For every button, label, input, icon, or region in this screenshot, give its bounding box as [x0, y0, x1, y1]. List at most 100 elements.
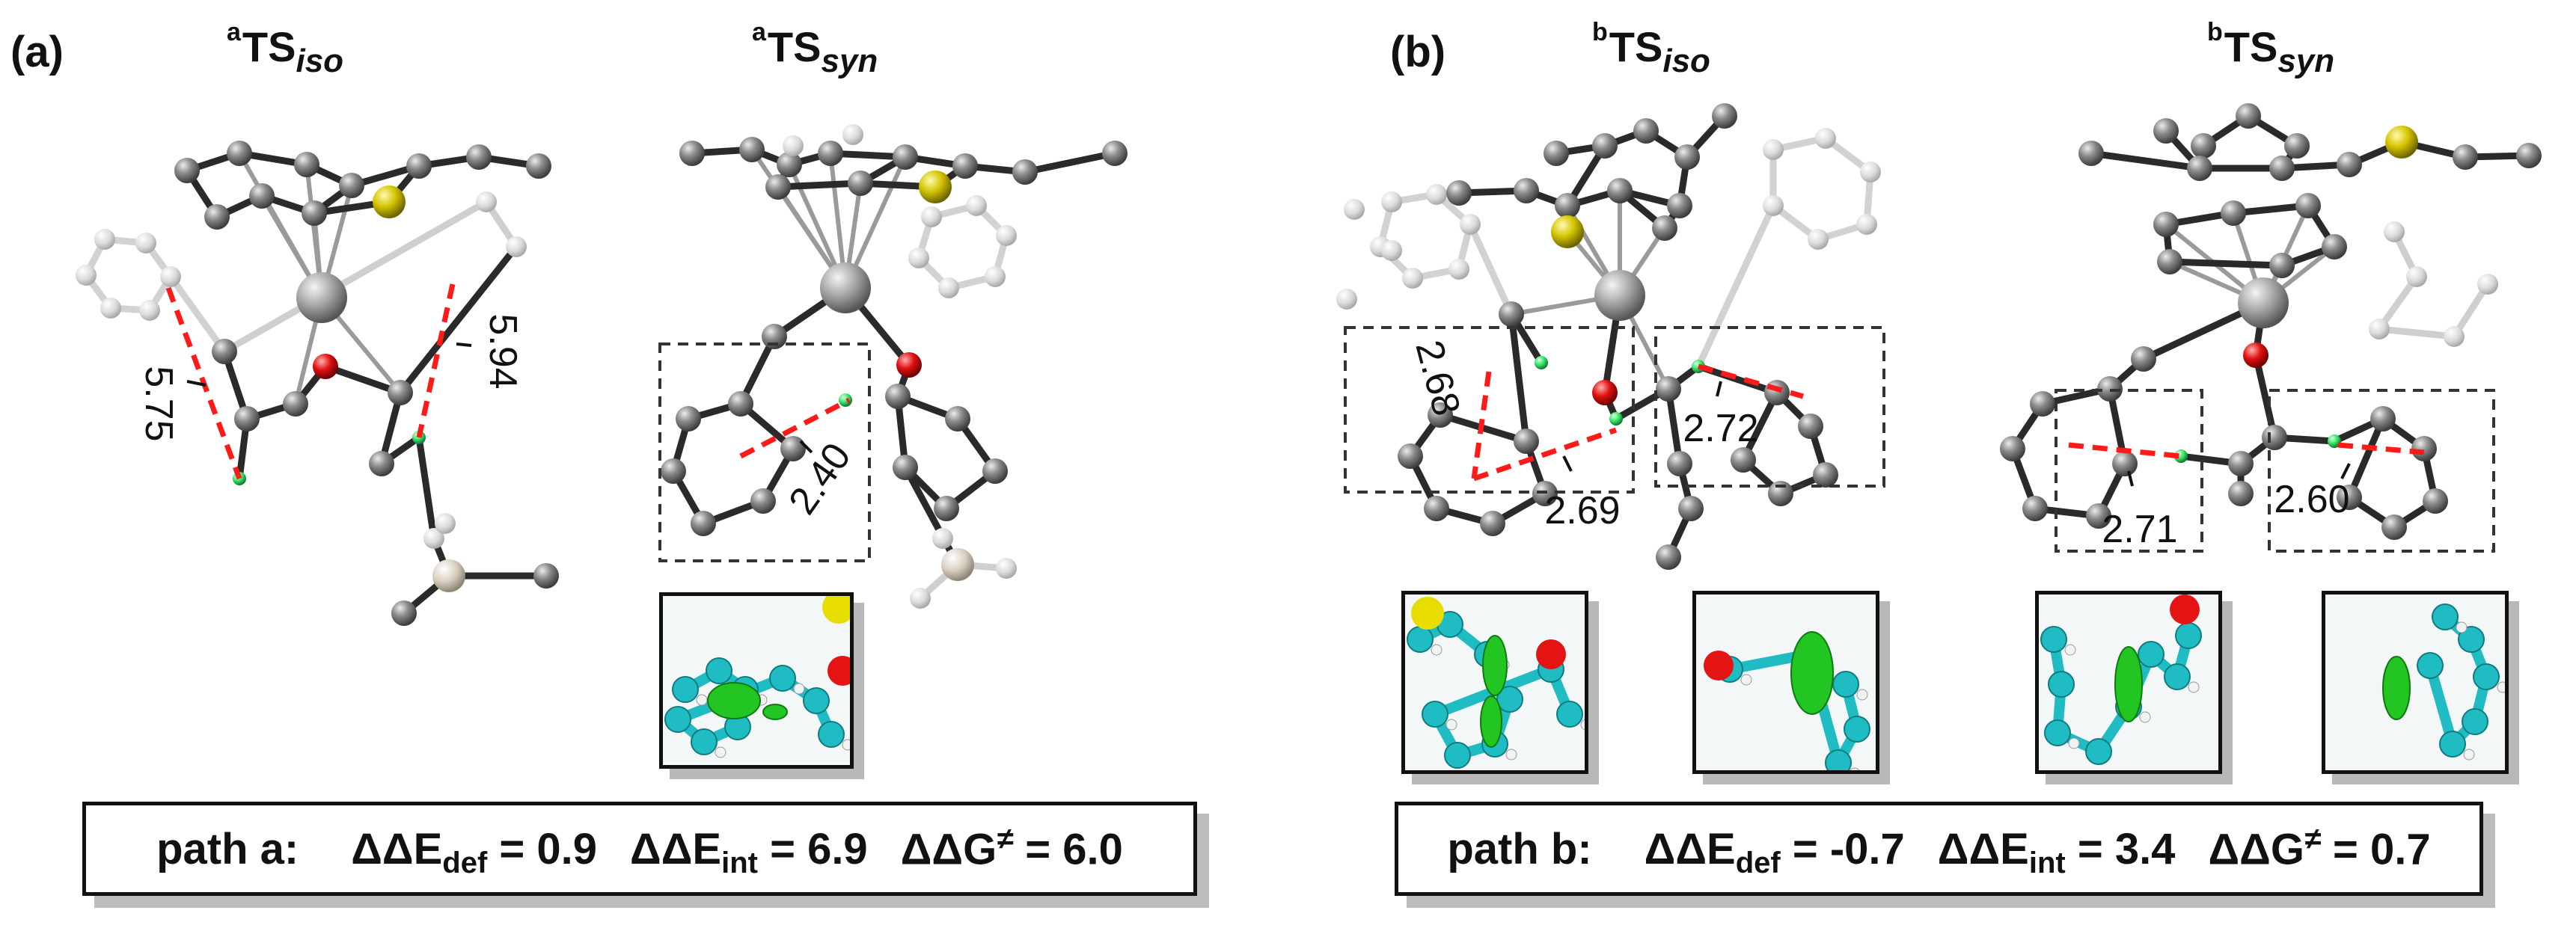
nci-carbon-atom [691, 728, 718, 755]
faded-atom [435, 513, 456, 534]
energy-summary-path-a: path a: ΔΔEdef = 0.9 ΔΔEint = 6.9 ΔΔG≠ =… [82, 802, 1197, 896]
faded-atom [842, 124, 863, 145]
carbon-atom [2086, 503, 2111, 529]
carbon-atom [1428, 402, 1453, 428]
carbon-atom [1678, 496, 1704, 521]
hydrogen-contact-atom [2174, 449, 2188, 463]
faded-atom [100, 298, 121, 319]
nci-hydrogen-atom [2497, 681, 2505, 693]
deformation-energy-term: ΔΔEdef = -0.7 [1644, 824, 1905, 879]
bond [2252, 351, 2278, 441]
carbon-atom [1768, 481, 1793, 506]
carbon-atom [691, 511, 716, 536]
bond [322, 363, 404, 396]
faded-atom [1344, 199, 1365, 220]
oxygen-atom [313, 354, 338, 379]
faded-atom [1763, 139, 1784, 160]
carbon-atom [369, 451, 394, 476]
bond [1021, 150, 1119, 176]
carbon-atom [676, 406, 701, 431]
carbon-atom [234, 406, 260, 431]
nci-carbon-atom [1496, 686, 1523, 713]
carbon-atom [1652, 215, 1677, 241]
interaction-region-box [1654, 326, 1885, 488]
carbon-atom [204, 204, 230, 230]
carbon-atom [533, 563, 559, 589]
carbon-atom [2453, 144, 2478, 170]
faded-atom [996, 558, 1017, 579]
carbon-atom [2078, 141, 2104, 166]
faded-bond [2375, 325, 2458, 340]
distance-label-5-94: 5.94 [481, 313, 524, 389]
interaction-region-box [2055, 389, 2203, 553]
carbon-atom [2153, 118, 2179, 144]
nci-carbon-atom [2085, 738, 2112, 765]
distance-label-2-72: 2.72 [1683, 407, 1758, 450]
nci-carbon-atom [2462, 708, 2488, 735]
faded-atom [908, 248, 929, 268]
faded-atom [1336, 289, 1357, 310]
nci-atoms [1407, 597, 1585, 769]
carbon-atom [283, 391, 308, 417]
free-energy-term: ΔΔG≠ = 0.7 [2208, 823, 2431, 874]
carbon-atom [1514, 178, 1539, 203]
carbon-atom [750, 488, 776, 514]
faded-atom [1815, 128, 1836, 149]
carbon-atom [1674, 144, 1700, 170]
carbon-atom [818, 141, 843, 166]
faded-atom [1381, 191, 1402, 212]
distance-label-5-75: 5.75 [137, 366, 180, 441]
carbon-atom [661, 458, 686, 484]
carbon-atom [2191, 133, 2216, 159]
nci-oxygen-atom [827, 656, 850, 686]
nci-carbon-atom [2473, 663, 2500, 690]
nci-carbon-atom [1832, 671, 1859, 698]
distance-label-2-69: 2.69 [1544, 489, 1620, 532]
nci-surface-image [2382, 603, 2505, 761]
nci-carbon-atom [1844, 716, 1870, 743]
nci-sulfur-atom [1411, 597, 1444, 630]
carbon-atom [952, 153, 978, 179]
nci-hydrogen-atom [2463, 749, 2475, 761]
carbon-atom [1102, 141, 1128, 166]
carbon-atom [2322, 234, 2347, 259]
nci-hydrogen-atom [1445, 719, 1457, 731]
carbon-atom [526, 153, 551, 179]
carbon-atom [1424, 496, 1449, 521]
bond [902, 464, 961, 568]
distance-tick [2127, 470, 2134, 487]
interaction-energy-term: ΔΔEint = 3.4 [1937, 824, 2176, 879]
carbon-atom [1712, 103, 1737, 129]
nci-surface-image [2040, 595, 2202, 765]
faded-atom [932, 528, 953, 549]
panel-label-b: (b) [1390, 28, 1446, 76]
distance-tick [799, 440, 813, 454]
faded-bond [1695, 204, 1777, 368]
bond [397, 243, 520, 396]
faded-atom [76, 265, 97, 286]
nci-atoms [2040, 595, 2202, 765]
nci-plot-ts-syn-b-left [2035, 591, 2222, 774]
carbon-atom [1514, 428, 1539, 454]
oxygen-atom [896, 352, 922, 378]
carbon-atom [1731, 447, 1756, 473]
faded-atom [94, 229, 115, 250]
carbon-atom [2295, 193, 2321, 218]
faded-atom [2477, 274, 2498, 295]
nci-interaction-surface [1482, 635, 1508, 696]
nci-hydrogen-atom [2139, 711, 2151, 723]
nci-carbon-atom [1556, 701, 1583, 728]
nci-interaction-surface [707, 682, 761, 719]
nci-carbon-atom [1444, 742, 1471, 769]
carbon-atom [1480, 511, 1505, 536]
interaction-distance-line [1471, 371, 1492, 479]
nci-carbon-atom [706, 657, 732, 684]
nci-atoms [1704, 631, 1870, 770]
nci-carbon-atom [2138, 641, 2164, 668]
faded-atom [2369, 319, 2390, 340]
interaction-distance-line [2337, 442, 2425, 455]
bond [2166, 258, 2286, 269]
carbon-atom [2262, 425, 2287, 450]
nci-atoms [2382, 603, 2505, 761]
